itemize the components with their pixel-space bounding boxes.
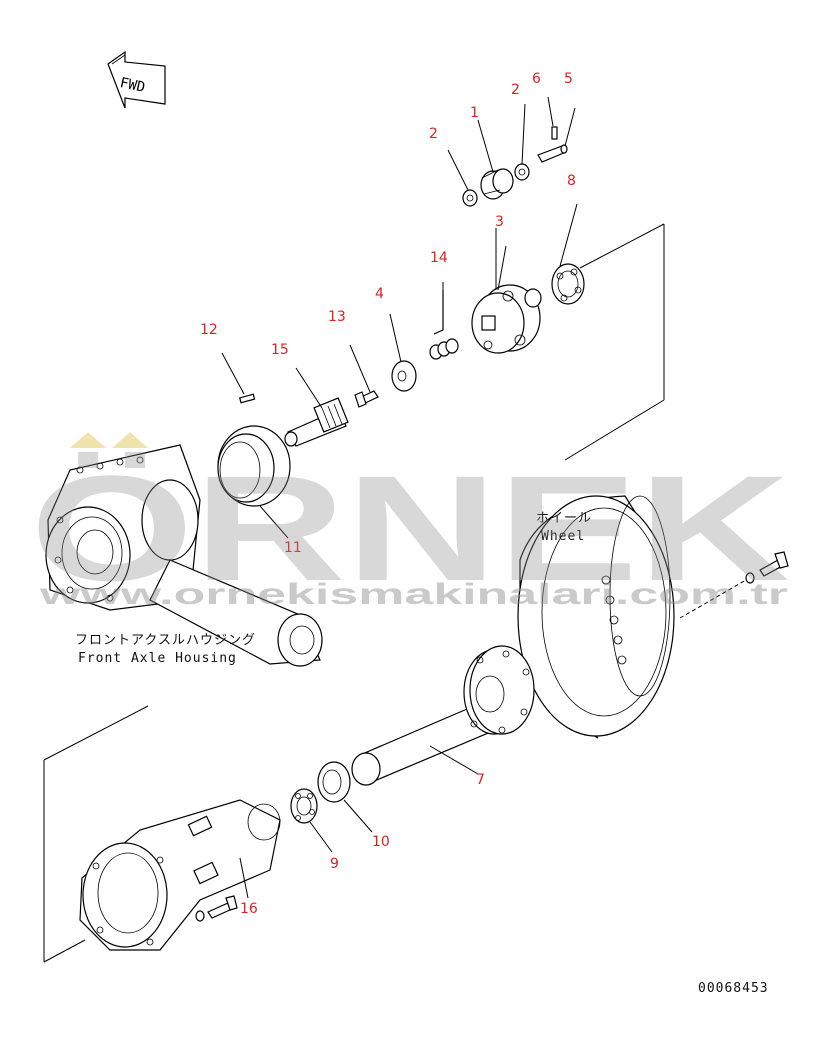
- watermark-url: www.ornekismakinalari.com.tr: [38, 578, 788, 611]
- callout-3: 3: [495, 214, 504, 230]
- part-14-shims: [429, 290, 459, 360]
- front-axle-housing-caption-jp: フロントアクスルハウジング: [75, 633, 256, 648]
- upper-frame-lines: [564, 223, 665, 461]
- callout-9: 9: [330, 856, 339, 872]
- fwd-arrow-icon: FWD: [107, 50, 166, 109]
- lower-frame-lines: [43, 705, 149, 963]
- callout-2-right: 2: [511, 82, 520, 98]
- watermark: ÖRNEK www.ornekismakinalari.com.tr: [30, 432, 790, 612]
- callout-2-left: 2: [429, 126, 438, 142]
- part-12-pin: [238, 393, 256, 404]
- part-16-bolt: [195, 895, 238, 922]
- part-7-axle-shaft: [351, 645, 535, 786]
- part-16-final-drive-housing: [79, 799, 281, 951]
- callout-12: 12: [200, 322, 218, 338]
- part-15-sun-shaft: [284, 397, 349, 447]
- part-11-ring-gear: [217, 425, 291, 507]
- wheel-rim: [517, 495, 675, 739]
- drawing-number: 00068453: [698, 981, 769, 996]
- part-13-bolt: [354, 390, 379, 408]
- part-8-bearing: [551, 263, 585, 305]
- callout-labels: 1 2 2 3 4 5 6 7 8 9 10 11 12 13 14 15 16: [200, 71, 576, 917]
- callout-4: 4: [375, 286, 384, 302]
- callout-8: 8: [567, 173, 576, 189]
- callout-16: 16: [240, 901, 258, 917]
- part-1-planet-gear: [480, 168, 514, 200]
- part-3-planet-carrier: [471, 284, 542, 354]
- callout-15: 15: [271, 342, 289, 358]
- part-4-thrust-washer: [391, 360, 417, 392]
- callout-10: 10: [372, 834, 390, 850]
- front-axle-housing: [45, 444, 323, 667]
- front-axle-housing-caption-en: Front Axle Housing: [78, 651, 237, 666]
- part-5-shaft-pin: [537, 144, 568, 163]
- callout-11: 11: [284, 540, 302, 556]
- callout-14: 14: [430, 250, 448, 266]
- part-10-seal: [317, 761, 351, 803]
- watermark-accent-icon: [70, 432, 106, 448]
- callout-1: 1: [470, 105, 479, 121]
- part-6-dowel-pin: [551, 126, 558, 140]
- part-9-bearing: [290, 788, 318, 824]
- callout-5: 5: [564, 71, 573, 87]
- wheel-caption-en: Wheel: [541, 529, 585, 544]
- watermark-brand: ÖRNEK: [30, 444, 790, 612]
- watermark-accent-icon-2: [112, 432, 148, 448]
- fwd-label: FWD: [118, 75, 146, 96]
- part-2-washer-left: [462, 189, 478, 207]
- wheel-caption-jp: ホイール: [536, 511, 592, 526]
- callout-7: 7: [476, 772, 485, 788]
- callout-6: 6: [532, 71, 541, 87]
- callout-13: 13: [328, 309, 346, 325]
- wheel-bolt: [745, 551, 789, 584]
- part-2-washer-right: [514, 163, 530, 181]
